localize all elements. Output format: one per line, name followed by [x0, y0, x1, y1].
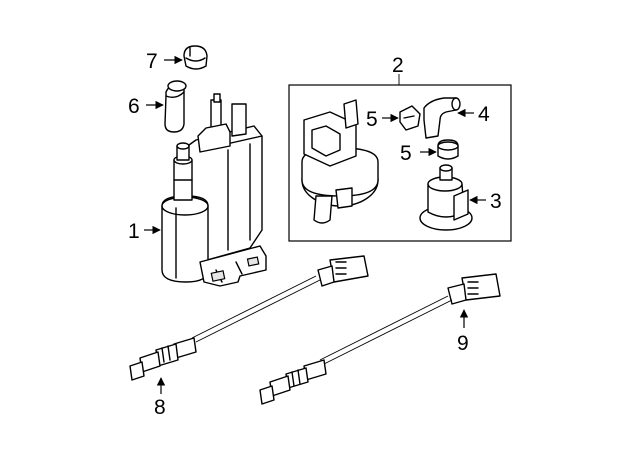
callout-4: 4	[478, 103, 490, 126]
callout-2: 2	[392, 54, 404, 77]
solenoid-part-3[interactable]	[419, 164, 473, 231]
clamp-part-5b[interactable]	[437, 139, 459, 160]
oxygen-sensor-part-8[interactable]	[129, 255, 369, 381]
hose-part-6[interactable]	[164, 80, 187, 133]
oxygen-sensor-part-9[interactable]	[259, 273, 501, 405]
purge-valve[interactable]	[301, 99, 379, 224]
callout-9: 9	[457, 332, 469, 355]
clamp-part-7[interactable]	[183, 45, 208, 70]
callout-1: 1	[128, 220, 140, 243]
callout-8: 8	[154, 396, 166, 419]
hose-part-4[interactable]	[423, 97, 461, 139]
callout-5b: 5	[400, 142, 412, 165]
clamp-part-5a[interactable]	[399, 105, 421, 131]
assembly-box-2	[288, 84, 512, 242]
canister-part-1[interactable]	[161, 93, 267, 287]
callout-3: 3	[490, 190, 502, 213]
callout-5a: 5	[366, 108, 378, 131]
callout-7: 7	[146, 50, 158, 73]
callout-6: 6	[128, 95, 140, 118]
